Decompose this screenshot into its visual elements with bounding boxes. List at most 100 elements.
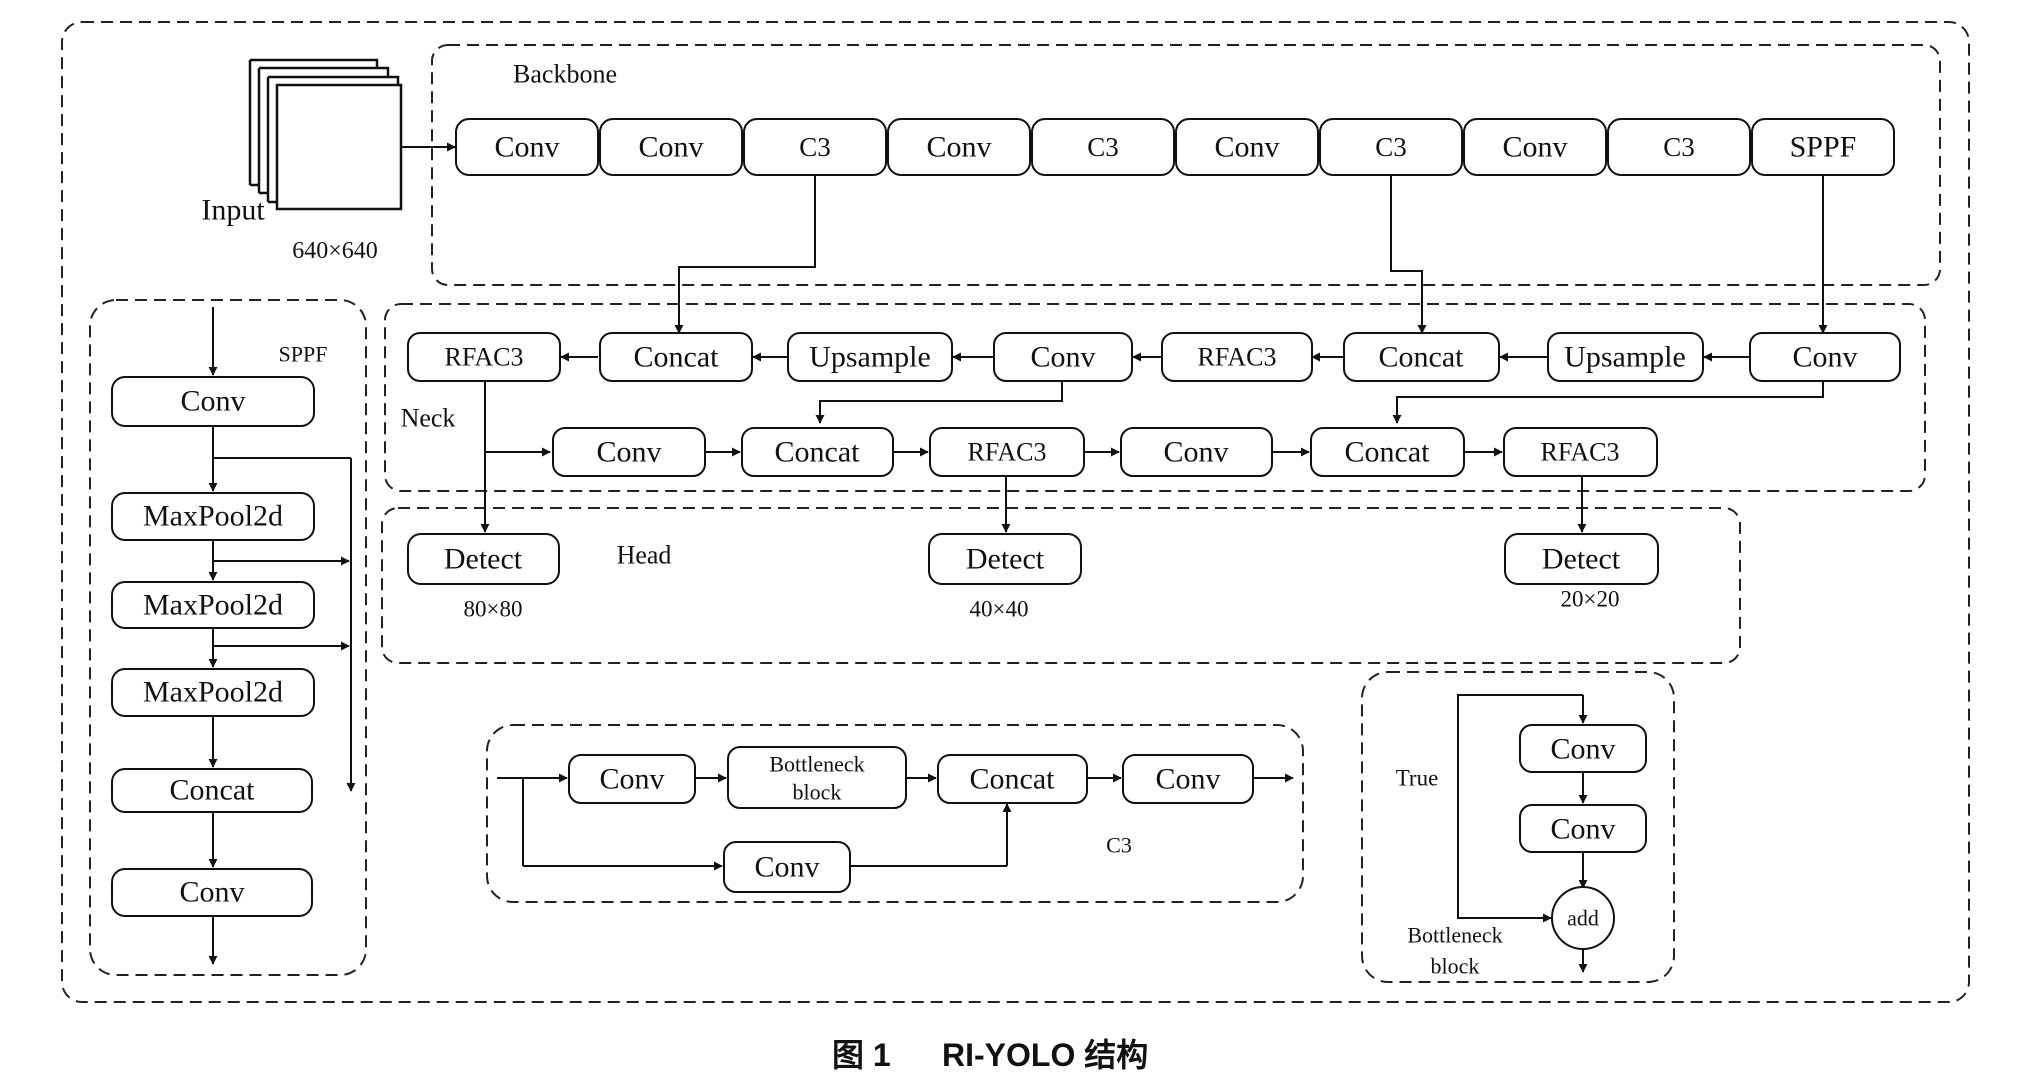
neck-row1-label-3: Upsample: [809, 341, 931, 374]
sppf-block-6: [111, 868, 313, 917]
c3-conv-block: [568, 754, 696, 804]
neck-row2-label-4: Conv: [1163, 436, 1228, 469]
backbone-label-5: C3: [1087, 132, 1119, 162]
c3-conv-label: Conv: [599, 763, 664, 796]
neck-row1-block-2: [599, 332, 753, 382]
sppf-label-4: MaxPool2d: [143, 676, 283, 709]
backbone-label-2: Conv: [638, 131, 703, 164]
backbone-block-9: [1607, 118, 1751, 176]
neck-title: Neck: [401, 404, 456, 433]
detect-size-2: 40×40: [970, 597, 1029, 622]
sppf-label-5: Concat: [170, 774, 256, 807]
sppf-label-6: Conv: [179, 876, 244, 909]
neck-row1-block-5: [1161, 332, 1313, 382]
backbone-block-10: [1751, 118, 1895, 176]
bottleneck-title-line1: Bottleneck: [1407, 923, 1502, 948]
detect-label-1: Detect: [444, 543, 523, 576]
outer-frame: [61, 21, 1970, 1003]
neck-row2-label-5: Concat: [1345, 436, 1431, 469]
neck-row1-label-4: Conv: [1030, 341, 1095, 374]
backbone-block-3: [743, 118, 887, 176]
input-size-label: 640×640: [292, 238, 378, 264]
sppf-block-3: [111, 581, 315, 629]
sppf-block-1: [111, 376, 315, 427]
neck-row2-block-1: [552, 427, 706, 477]
input-label: Input: [201, 194, 265, 227]
neck-row2-label-6: RFAC3: [1541, 438, 1620, 467]
detect-label-2: Detect: [966, 543, 1045, 576]
c3-conv-skip-block: [723, 841, 851, 893]
neck-row1-label-2: Concat: [634, 341, 720, 374]
backbone-label-9: C3: [1663, 132, 1695, 162]
neck-row1-label-6: Concat: [1379, 341, 1465, 374]
detect-size-3: 20×20: [1561, 587, 1620, 612]
figure-title: RI-YOLO 结构: [942, 1037, 1148, 1073]
backbone-label-7: C3: [1375, 132, 1407, 162]
sppf-frame: [89, 299, 367, 976]
neck-row1-block-1: [407, 332, 561, 382]
backbone-title: Backbone: [513, 60, 617, 89]
backbone-block-4: [887, 118, 1031, 176]
sppf-block-2: [111, 492, 315, 541]
neck-row2-label-3: RFAC3: [968, 438, 1047, 467]
neck-row2-label-2: Concat: [775, 436, 861, 469]
sppf-label-2: MaxPool2d: [143, 500, 283, 533]
c3-conv-out-label: Conv: [1155, 763, 1220, 796]
backbone-block-7: [1319, 118, 1463, 176]
neck-row1-label-1: RFAC3: [445, 343, 524, 372]
bottleneck-frame: [1361, 671, 1675, 983]
sppf-block-4: [111, 668, 315, 717]
neck-row2-block-2: [741, 427, 894, 477]
detect-label-3: Detect: [1542, 543, 1621, 576]
sppf-label-1: Conv: [180, 385, 245, 418]
neck-row1-label-7: Upsample: [1564, 341, 1686, 374]
c3-bottleneck-block: [727, 746, 907, 809]
detect-block-3: [1504, 533, 1659, 585]
bottleneck-title-line2: block: [1431, 954, 1480, 979]
head-frame: [381, 507, 1741, 664]
neck-row1-label-8: Conv: [1792, 341, 1857, 374]
sppf-title: SPPF: [279, 342, 328, 367]
c3-bottleneck-label-line2: block: [793, 780, 842, 805]
neck-row1-block-7: [1547, 332, 1704, 382]
backbone-label-3: C3: [799, 132, 831, 162]
neck-row1-block-6: [1343, 332, 1500, 382]
detect-block-2: [928, 533, 1082, 585]
detect-block-1: [407, 533, 560, 585]
backbone-label-4: Conv: [926, 131, 991, 164]
c3-conv-out-block: [1122, 754, 1254, 804]
backbone-label-10: SPPF: [1790, 131, 1857, 164]
sppf-block-5: [111, 768, 313, 813]
bottleneck-add-label: add: [1567, 906, 1599, 931]
c3-conv-skip-label: Conv: [754, 851, 819, 884]
neck-row1-block-4: [993, 332, 1133, 382]
neck-row2-block-6: [1503, 427, 1658, 477]
backbone-label-1: Conv: [494, 131, 559, 164]
bottleneck-true-label: True: [1396, 766, 1439, 791]
bottleneck-conv1-block: [1519, 724, 1647, 773]
backbone-block-2: [599, 118, 743, 176]
bottleneck-add-node: [1551, 886, 1615, 950]
neck-row2-block-3: [929, 427, 1085, 477]
backbone-block-5: [1031, 118, 1175, 176]
figure-number: 图 1: [832, 1037, 891, 1073]
backbone-block-6: [1175, 118, 1319, 176]
c3-frame: [486, 724, 1304, 903]
c3-title: C3: [1106, 833, 1132, 858]
neck-row1-label-5: RFAC3: [1198, 343, 1277, 372]
backbone-block-8: [1463, 118, 1607, 176]
neck-row1-block-8: [1749, 332, 1901, 382]
c3-concat-label: Concat: [970, 763, 1056, 796]
detect-size-1: 80×80: [464, 597, 523, 622]
sppf-label-3: MaxPool2d: [143, 589, 283, 622]
backbone-label-6: Conv: [1214, 131, 1279, 164]
input-image-stack: [248, 58, 403, 211]
head-title: Head: [617, 541, 672, 570]
neck-row1-block-3: [787, 332, 953, 382]
backbone-label-8: Conv: [1502, 131, 1567, 164]
bottleneck-conv1-label: Conv: [1550, 733, 1615, 766]
c3-concat-block: [937, 754, 1088, 804]
bottleneck-conv2-block: [1519, 804, 1647, 853]
